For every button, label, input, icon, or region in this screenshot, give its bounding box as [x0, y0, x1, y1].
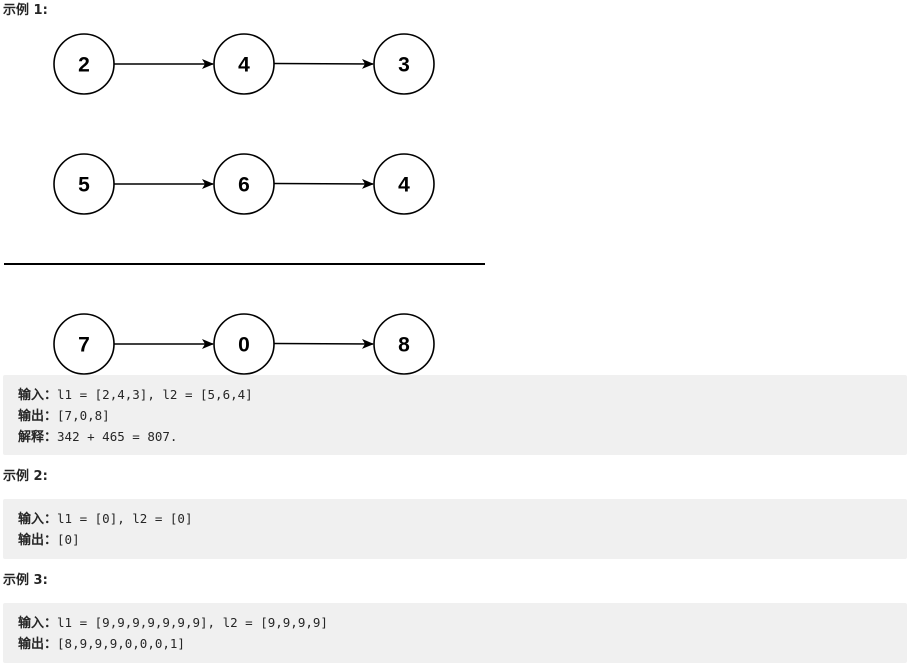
node-value: 4 — [238, 54, 250, 77]
output-value: [7,0,8] — [57, 408, 110, 423]
output-label: 输出： — [18, 409, 58, 424]
output-line: 输出：[0] — [18, 530, 892, 551]
node-value: 6 — [238, 174, 250, 197]
input-line: 输入：l1 = [2,4,3], l2 = [5,6,4] — [18, 385, 892, 406]
input-line: 输入：l1 = [0], l2 = [0] — [18, 509, 892, 530]
list-l2: 5 6 4 — [53, 153, 435, 215]
node-value: 7 — [78, 334, 90, 357]
input-value: l1 = [2,4,3], l2 = [5,6,4] — [57, 387, 253, 402]
input-label: 输入： — [18, 512, 58, 527]
node-value: 0 — [238, 334, 250, 357]
example-2-heading: 示例 2: — [3, 469, 48, 484]
input-value: l1 = [9,9,9,9,9,9,9], l2 = [9,9,9,9] — [57, 615, 328, 630]
list-node: 5 — [53, 153, 115, 215]
node-value: 4 — [398, 174, 410, 197]
input-label: 输入： — [18, 616, 58, 631]
example-1-heading: 示例 1: — [3, 3, 48, 18]
explanation-label: 解释： — [18, 430, 58, 445]
explanation-line: 解释：342 + 465 = 807. — [18, 427, 892, 448]
list-node: 3 — [373, 33, 435, 95]
output-value: [0] — [57, 532, 80, 547]
arrow-edge — [273, 338, 374, 349]
list-node: 2 — [53, 33, 115, 95]
explanation-value: 342 + 465 = 807. — [57, 429, 178, 444]
linked-list-addition-diagram: 2 4 3 5 6 4 — [0, 20, 500, 380]
list-l1: 2 4 3 — [53, 33, 435, 95]
node-value: 2 — [78, 54, 90, 77]
input-label: 输入： — [18, 388, 58, 403]
node-value: 5 — [78, 174, 90, 197]
example-1-code-block: 输入：l1 = [2,4,3], l2 = [5,6,4] 输出：[7,0,8]… — [3, 375, 907, 455]
list-node: 4 — [373, 153, 435, 215]
list-result: 7 0 8 — [53, 313, 435, 375]
output-line: 输出：[7,0,8] — [18, 406, 892, 427]
list-node: 0 — [213, 313, 275, 375]
output-line: 输出：[8,9,9,9,0,0,0,1] — [18, 634, 892, 655]
output-label: 输出： — [18, 637, 58, 652]
arrow-edge — [273, 58, 374, 69]
example-3-heading: 示例 3: — [3, 573, 48, 588]
list-node: 7 — [53, 313, 115, 375]
list-node: 6 — [213, 153, 275, 215]
input-value: l1 = [0], l2 = [0] — [57, 511, 193, 526]
arrow-edge — [273, 178, 374, 189]
example-3-code-block: 输入：l1 = [9,9,9,9,9,9,9], l2 = [9,9,9,9] … — [3, 603, 907, 663]
node-value: 8 — [398, 334, 410, 357]
example-2-code-block: 输入：l1 = [0], l2 = [0] 输出：[0] — [3, 499, 907, 559]
list-node: 8 — [373, 313, 435, 375]
input-line: 输入：l1 = [9,9,9,9,9,9,9], l2 = [9,9,9,9] — [18, 613, 892, 634]
output-label: 输出： — [18, 533, 58, 548]
node-value: 3 — [398, 54, 410, 77]
list-node: 4 — [213, 33, 275, 95]
output-value: [8,9,9,9,0,0,0,1] — [57, 636, 185, 651]
